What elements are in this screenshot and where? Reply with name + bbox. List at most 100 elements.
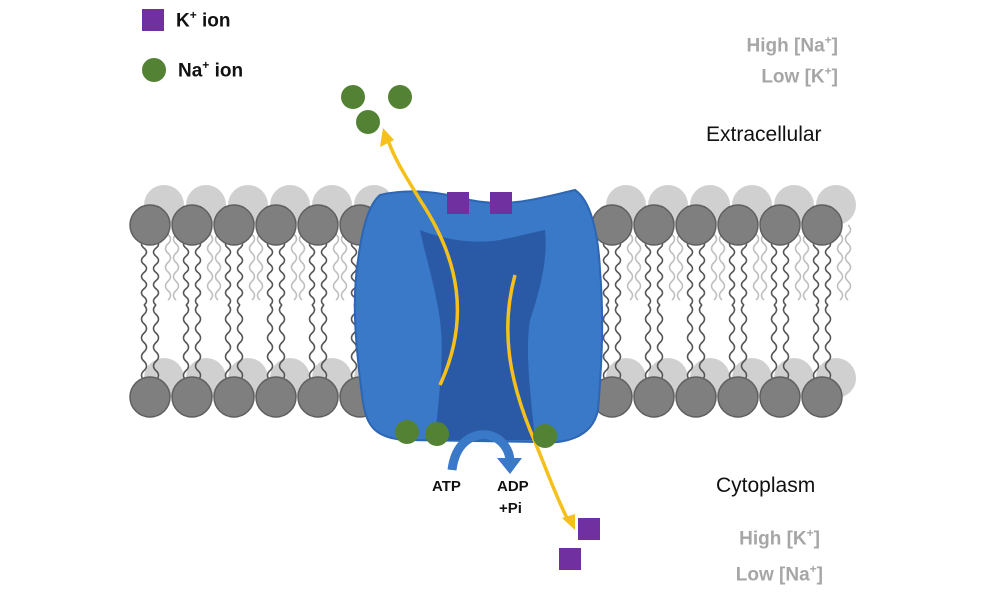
- lipid-tail: [194, 304, 202, 381]
- na-ion: [388, 85, 412, 109]
- lipid-tail: [308, 304, 316, 381]
- lipid-tail: [350, 239, 358, 306]
- lipid-head: [717, 204, 759, 246]
- lipid-tail: [644, 304, 652, 381]
- na-ion-swatch: [142, 58, 166, 83]
- adp-label: ADP: [497, 478, 529, 495]
- lipid-tail: [824, 304, 832, 381]
- lipid-tail: [812, 239, 820, 306]
- na-ions-released: [341, 85, 412, 134]
- lipid-tail: [812, 304, 820, 381]
- lipid-tail: [770, 239, 778, 306]
- lipid-head: [255, 204, 297, 246]
- lipid-tail: [760, 224, 768, 301]
- cytoplasm-low-na: Low [Na+]: [735, 562, 823, 586]
- lipid-tail: [224, 239, 232, 306]
- lipid-tail: [164, 224, 172, 301]
- k-ion: [447, 192, 469, 214]
- lipid-tail: [634, 224, 642, 301]
- lipid-tail: [614, 239, 622, 306]
- lipid-head: [129, 204, 171, 246]
- lipid-tail: [740, 239, 748, 306]
- lipid-tail: [626, 224, 634, 301]
- lipid-head: [129, 376, 171, 418]
- lipid-tail: [782, 304, 790, 381]
- lipid-tail: [740, 304, 748, 381]
- lipid-tail: [266, 304, 274, 381]
- sodium-potassium-pump: [353, 188, 604, 444]
- na-ion: [356, 110, 380, 134]
- lipid-tail: [278, 239, 286, 306]
- lipid-head: [633, 204, 675, 246]
- lipid-head: [255, 376, 297, 418]
- k-import-arrow: [506, 274, 575, 530]
- lipid-head: [675, 376, 717, 418]
- na-ion: [533, 424, 557, 448]
- lipid-tail: [836, 224, 844, 301]
- lipid-head: [801, 204, 843, 246]
- lipid-head: [633, 376, 675, 418]
- extracellular-low-k: Low [K+]: [761, 64, 838, 88]
- legend-k-ion: K+ ion: [142, 8, 231, 32]
- lipid-tail: [656, 304, 664, 381]
- lipid-tail: [644, 239, 652, 306]
- lipid-head: [801, 376, 843, 418]
- k-ions-released: [559, 518, 600, 570]
- lipid-tail: [794, 224, 802, 301]
- legend-na-ion: Na+ ion: [142, 58, 243, 83]
- k-ion: [578, 518, 600, 540]
- lipid-tail: [332, 224, 340, 301]
- lipid-tail: [824, 239, 832, 306]
- extracellular-high-na: High [Na+]: [746, 33, 838, 57]
- lipid-tail: [140, 304, 148, 381]
- lipid-tail: [152, 304, 160, 381]
- lipid-tail: [320, 239, 328, 306]
- cytoplasm-high-k: High [K+]: [739, 526, 820, 550]
- lipid-tail: [686, 239, 694, 306]
- lipid-tail: [686, 304, 694, 381]
- atp-hydrolysis-arrow: [447, 430, 522, 474]
- lipid-tail: [266, 239, 274, 306]
- na-ions-bound: [395, 420, 557, 448]
- lipid-tail: [676, 224, 684, 301]
- na-ion: [341, 85, 365, 109]
- lipid-tail: [182, 239, 190, 306]
- lipid-head: [297, 376, 339, 418]
- lipid-tail: [194, 239, 202, 306]
- lipid-head: [213, 204, 255, 246]
- lipid-tail: [182, 304, 190, 381]
- lipid-tail: [698, 304, 706, 381]
- lipid-head: [297, 204, 339, 246]
- lipid-tail: [248, 224, 256, 301]
- lipid-tail: [602, 239, 610, 306]
- lipid-head: [171, 376, 213, 418]
- pi-label: +Pi: [499, 500, 522, 517]
- lipid-tail: [668, 224, 676, 301]
- extracellular-label: Extracellular: [706, 123, 822, 146]
- lipid-tail: [728, 239, 736, 306]
- lipid-tail: [614, 304, 622, 381]
- lipid-tail: [770, 304, 778, 381]
- lipid-head: [759, 204, 801, 246]
- lipid-tail: [728, 304, 736, 381]
- lipid-head: [213, 376, 255, 418]
- lipid-tail: [278, 304, 286, 381]
- k-ions-bound: [447, 192, 512, 214]
- lipid-head: [675, 204, 717, 246]
- lipid-tail: [602, 304, 610, 381]
- k-ion-swatch: [142, 9, 164, 32]
- cytoplasm-label: Cytoplasm: [716, 474, 816, 497]
- lipid-head: [171, 204, 213, 246]
- lipid-tail: [308, 239, 316, 306]
- lipid-tail: [710, 224, 718, 301]
- lipid-tail: [350, 304, 358, 381]
- na-ion: [425, 422, 449, 446]
- lipid-tail: [172, 224, 180, 301]
- lipid-tail: [236, 304, 244, 381]
- lipid-tail: [256, 224, 264, 301]
- lipid-head: [717, 376, 759, 418]
- lipid-tail: [340, 224, 348, 301]
- lipid-tail: [656, 239, 664, 306]
- lipid-tail: [320, 304, 328, 381]
